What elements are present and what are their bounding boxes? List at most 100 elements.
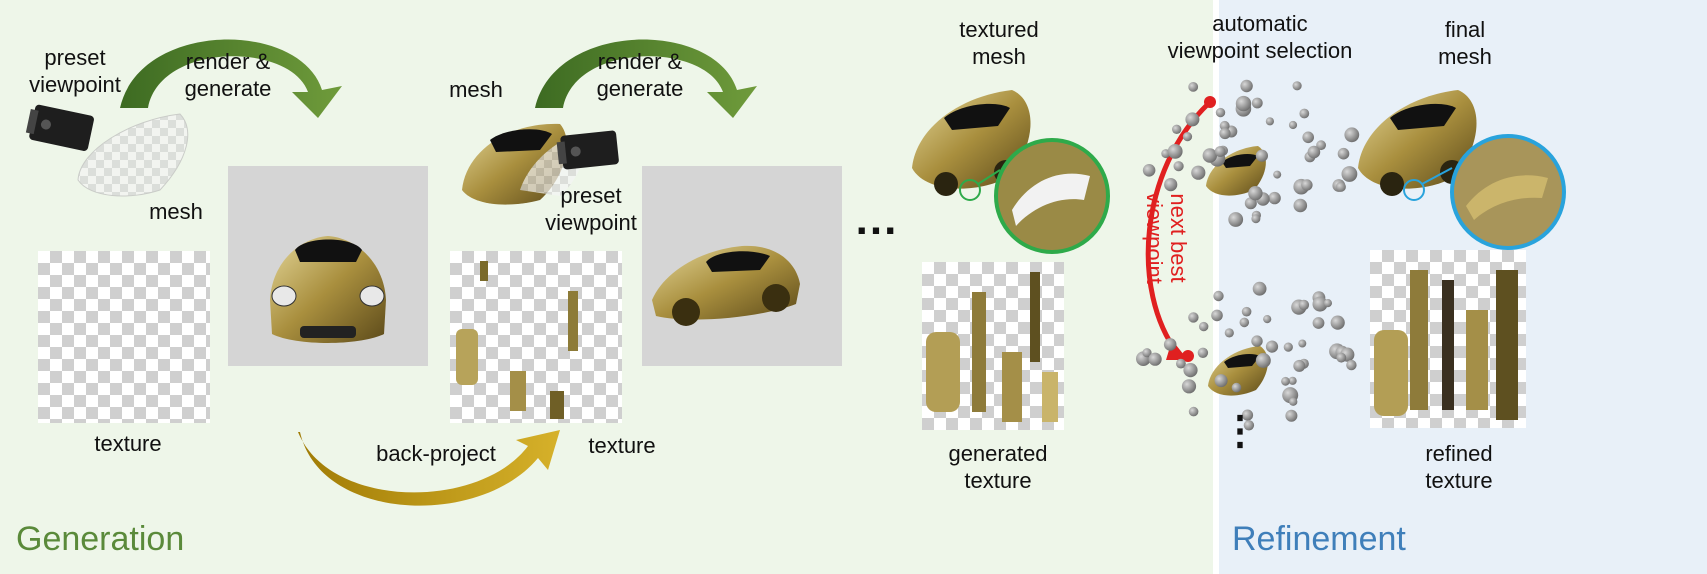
viewpoint-sphere [1214, 374, 1228, 388]
label-mesh-1: mesh [149, 199, 203, 224]
viewpoint-sphere [1183, 363, 1198, 378]
viewpoint-sphere [1289, 397, 1298, 406]
viewpoint-sphere [1312, 296, 1328, 312]
viewpoint-sphere [1335, 181, 1346, 192]
viewpoint-sphere [1285, 409, 1298, 422]
viewpoint-sphere [1228, 212, 1244, 227]
label-render-generate-2: render & generate [596, 49, 684, 101]
viewpoint-sphere [1302, 131, 1314, 144]
ellipsis-vertical: ⋮ [1220, 409, 1260, 453]
viewpoint-sphere [1330, 315, 1345, 330]
viewpoint-sphere [1243, 420, 1255, 431]
viewpoint-sphere [1299, 108, 1310, 119]
viewpoint-sphere [1301, 179, 1313, 191]
viewpoint-sphere [1255, 353, 1271, 368]
label-automatic-viewpoint-selection: automatic viewpoint selection [1167, 11, 1353, 63]
car-front-1 [270, 236, 386, 343]
ellipsis-horizontal: ... [855, 195, 899, 244]
viewpoint-sphere [1213, 290, 1224, 302]
viewpoint-sphere [1199, 321, 1209, 332]
viewpoint-sphere [1191, 165, 1206, 180]
viewpoint-sphere [1281, 376, 1290, 386]
viewpoint-sphere [1273, 170, 1282, 179]
viewpoint-sphere [1288, 376, 1297, 385]
viewpoint-sphere [1211, 309, 1223, 322]
viewpoint-sphere [1215, 107, 1226, 118]
viewpoint-sphere [1298, 299, 1310, 311]
label-texture-1: texture [94, 431, 162, 456]
mesh-car-1 [77, 113, 189, 197]
viewpoint-sphere [1164, 178, 1178, 192]
label-textured-mesh: textured mesh [959, 17, 1039, 69]
viewpoint-sphere [1142, 164, 1156, 177]
viewpoint-sphere [1197, 347, 1209, 358]
render-arrow-2 [535, 39, 757, 118]
partial-texture [450, 251, 622, 423]
viewpoint-sphere [1188, 312, 1199, 323]
camera-icon-2 [556, 130, 619, 170]
viewpoint-sphere [1239, 317, 1250, 328]
viewpoint-sphere [1341, 166, 1358, 182]
label-next-best-viewpoint: next best viewpoint [1142, 192, 1191, 284]
viewpoint-sphere [1235, 95, 1252, 112]
viewpoint-sphere [1288, 120, 1298, 130]
viewpoint-sphere [1181, 379, 1197, 394]
viewpoint-sphere [1224, 328, 1234, 338]
viewpoint-sphere [1163, 338, 1177, 351]
viewpoint-sphere [1202, 148, 1218, 163]
viewpoint-sphere [1172, 124, 1182, 134]
viewpoint-sphere [1263, 315, 1272, 324]
label-mesh-2: mesh [449, 77, 503, 102]
viewpoint-sphere [1214, 146, 1226, 157]
texture-fragments [456, 261, 578, 419]
viewpoint-sphere [1219, 120, 1230, 131]
viewpoint-sphere [1283, 342, 1293, 352]
viewpoint-spheres [1136, 79, 1360, 431]
camera-icon-1 [25, 104, 94, 151]
label-preset-viewpoint-1: preset viewpoint [29, 45, 121, 97]
refinement-title: Refinement [1232, 520, 1406, 558]
viewpoint-sphere [1344, 127, 1360, 143]
viewpoint-sphere [1346, 359, 1357, 371]
viewpoint-sphere [1185, 112, 1200, 127]
viewpoint-sphere [1167, 144, 1183, 159]
label-final-mesh: final mesh [1438, 17, 1492, 69]
back-project-arrow [298, 430, 560, 506]
viewpoint-sphere [1265, 117, 1274, 126]
final-mesh-car [1358, 90, 1477, 196]
empty-texture [38, 251, 210, 423]
viewpoint-sphere [1292, 81, 1302, 91]
label-preset-viewpoint-2: preset viewpoint [545, 183, 637, 235]
viewpoint-sphere [1219, 127, 1231, 140]
viewpoint-sphere [1241, 306, 1252, 317]
car-side-2 [652, 245, 800, 326]
viewpoint-sphere [1241, 409, 1254, 421]
viewpoint-sphere [1252, 281, 1267, 296]
label-render-generate-1: render & generate [184, 49, 272, 101]
viewpoint-sphere [1251, 335, 1263, 347]
viewpoint-sphere [1240, 79, 1253, 93]
viewpoint-sphere [1176, 358, 1186, 369]
viewpoint-sphere [1298, 339, 1307, 348]
viewpoint-sphere [1148, 352, 1162, 366]
viewpoint-sphere [1231, 382, 1242, 393]
label-texture-2: texture [588, 433, 656, 458]
refined-texture-image [1370, 250, 1526, 428]
viewpoint-sphere [1323, 299, 1332, 308]
viewpoint-sphere [1268, 191, 1281, 205]
viewpoint-sphere [1307, 145, 1321, 159]
viewpoint-sphere [1182, 132, 1193, 142]
viewpoint-sphere [1251, 214, 1261, 224]
viewpoint-sphere [1312, 317, 1325, 329]
label-generated-texture: generated texture [948, 441, 1048, 493]
viewpoint-sphere [1293, 198, 1308, 213]
viewpoint-sphere [1293, 359, 1306, 372]
viewpoint-sphere [1251, 97, 1263, 109]
viewpoint-sphere [1188, 406, 1199, 417]
render-arrow-1 [120, 39, 342, 118]
viewpoint-sphere [1337, 147, 1350, 160]
viewpoint-sphere [1316, 140, 1326, 151]
generated-texture-image [922, 262, 1064, 430]
viewpoint-sphere [1265, 340, 1279, 353]
generation-title: Generation [16, 520, 185, 558]
